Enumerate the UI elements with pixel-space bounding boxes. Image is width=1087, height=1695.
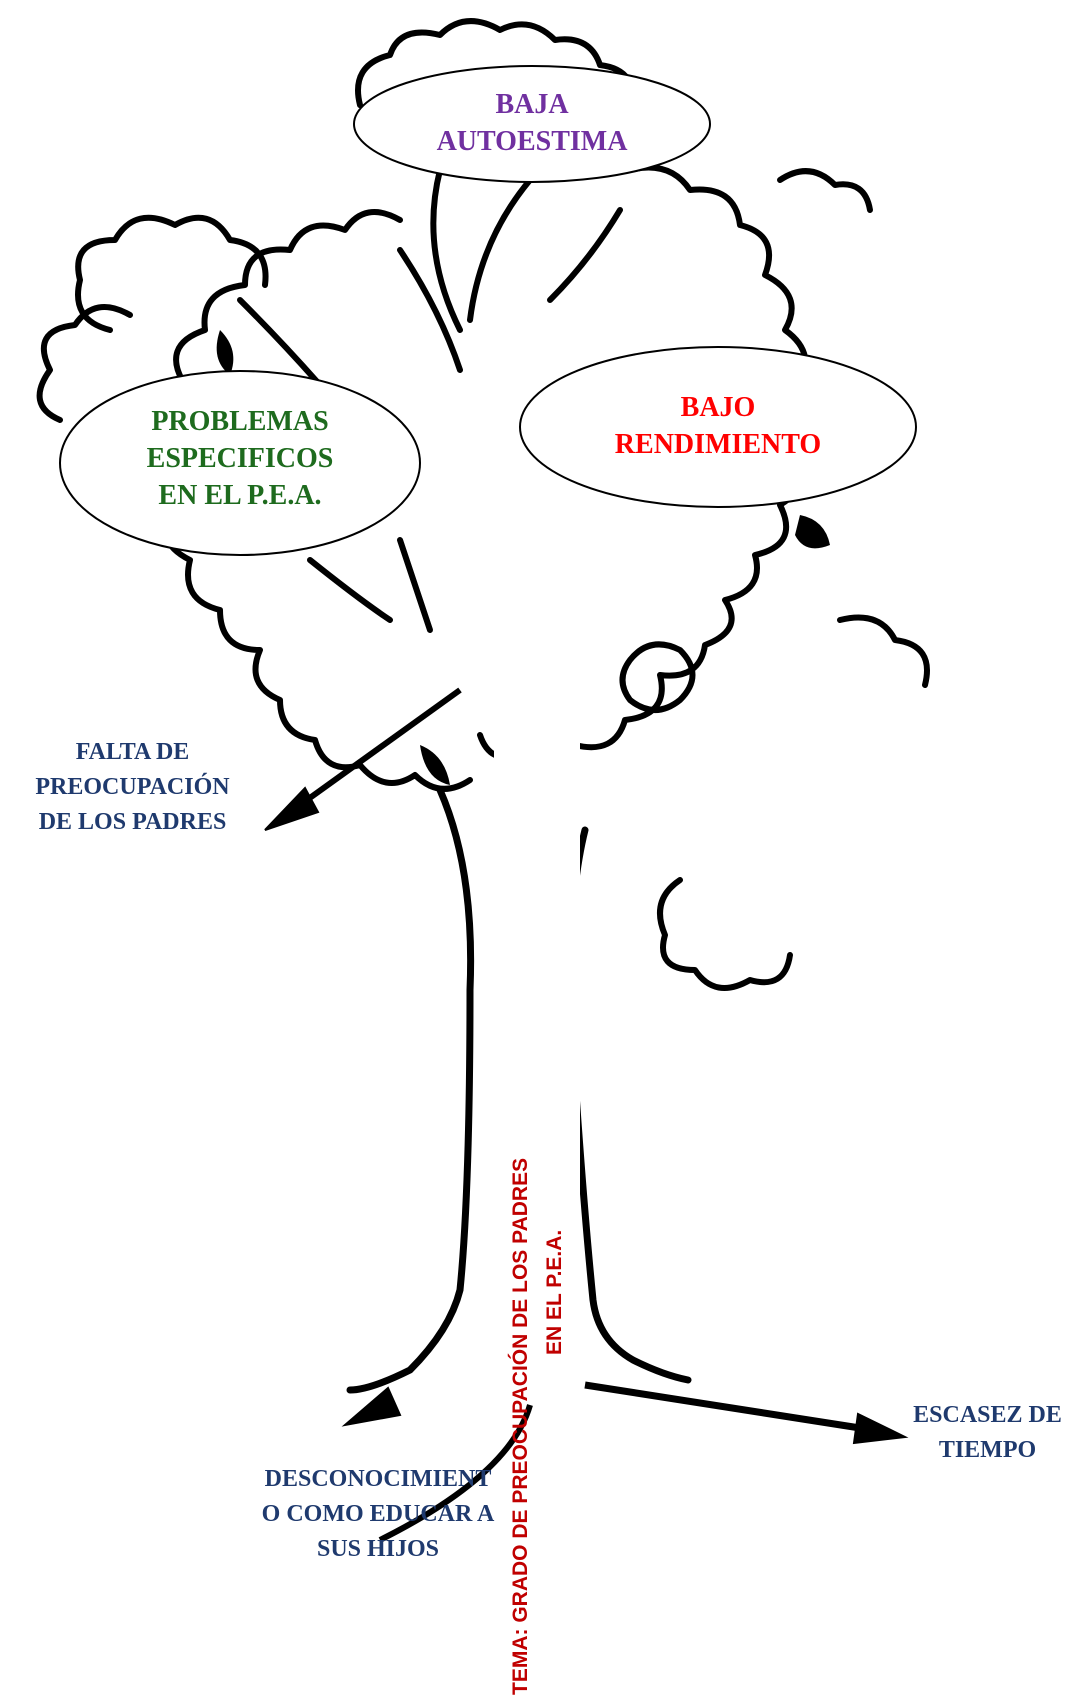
effect-baja-autoestima: BAJA AUTOESTIMA <box>400 86 664 160</box>
cause-line: FALTA DE <box>75 739 190 765</box>
cause-line: O COMO EDUCAR A <box>261 1500 495 1527</box>
cause-line: ESCASEZ DE <box>913 1402 1062 1428</box>
effect-line: RENDIMIENTO <box>614 429 822 461</box>
effect-problemas-especificos: PROBLEMAS ESPECIFICOS EN EL P.E.A. <box>90 403 390 515</box>
arrow-right-head <box>852 1412 909 1445</box>
arrow-right-shaft <box>584 1381 861 1432</box>
arrow-down-head <box>341 1386 402 1427</box>
cause-line: PREOCUPACIÓN <box>35 773 230 800</box>
cause-line: SUS HIJOS <box>316 1535 440 1562</box>
topic-line: EN EL P.E.A. <box>543 1229 566 1355</box>
effect-line: PROBLEMAS <box>151 406 329 437</box>
effect-line: BAJA <box>495 89 569 120</box>
tree-canopy <box>36 18 930 991</box>
effect-line: EN EL P.E.A. <box>158 480 322 512</box>
topic-line: TEMA: GRADO DE PREOCUPACIÓN DE LOS PADRE… <box>509 1157 532 1695</box>
problem-tree-drawing <box>36 18 930 1564</box>
cause-escasez-de-tiempo: ESCASEZ DE TIEMPO <box>890 1398 1085 1468</box>
effect-ellipse-baja-autoestima <box>353 65 711 183</box>
effect-line: BAJO <box>680 392 756 423</box>
effect-ellipse-bajo-rendimiento <box>519 346 917 508</box>
arrow-left-head <box>264 786 320 831</box>
effect-bajo-rendimiento: BAJO RENDIMIENTO <box>580 389 856 463</box>
cause-line: DE LOS PADRES <box>38 808 227 835</box>
tree-branches <box>237 167 623 633</box>
cause-line: TIEMPO <box>938 1436 1037 1463</box>
effect-line: AUTOESTIMA <box>436 126 628 158</box>
cause-arrows <box>264 687 909 1543</box>
cause-desconocimiento: DESCONOCIMIENT O COMO EDUCAR A SUS HIJOS <box>228 1462 528 1566</box>
trunk-band <box>494 600 580 1564</box>
cause-line: DESCONOCIMIENT <box>264 1466 492 1492</box>
effect-line: ESPECIFICOS <box>146 443 334 475</box>
tree-blob-3 <box>420 745 450 785</box>
topic-ellipses <box>59 65 917 556</box>
tree-blob-2 <box>795 515 830 549</box>
effect-ellipse-problemas <box>59 370 421 556</box>
arrow-left-shaft <box>298 687 462 808</box>
tree-blob-1 <box>216 330 234 375</box>
cause-falta-de-preocupacion: FALTA DE PREOCUPACIÓN DE LOS PADRES <box>5 735 260 839</box>
arrow-down-shaft <box>378 1404 533 1543</box>
